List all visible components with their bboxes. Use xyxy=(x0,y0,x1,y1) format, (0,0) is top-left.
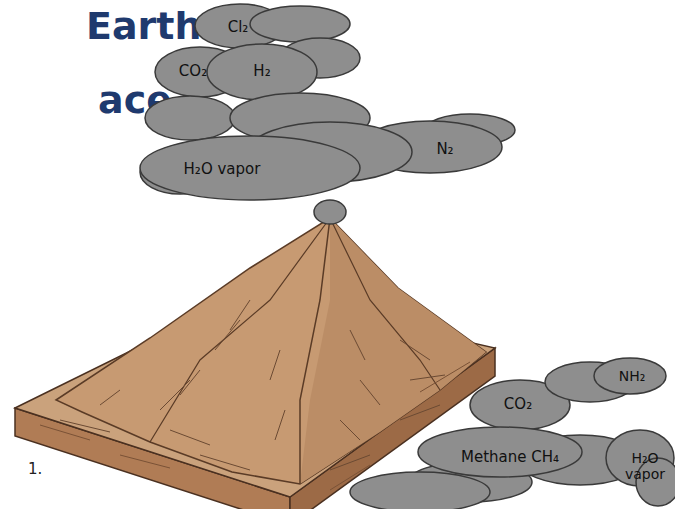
cloud-puff xyxy=(594,358,666,394)
cloud-puff xyxy=(140,136,360,200)
smoke-stem xyxy=(314,200,346,224)
gas-label: H₂O vapor xyxy=(184,161,261,178)
cloud-puff xyxy=(250,6,350,42)
cloud-puff xyxy=(350,472,490,509)
mountain-ridge xyxy=(300,218,330,484)
gas-label: CO₂ xyxy=(179,63,207,80)
mountain-ridge xyxy=(150,218,330,442)
gas-label: NH₂ xyxy=(619,368,646,384)
gas-label: N₂ xyxy=(436,141,453,158)
cloud-puff xyxy=(418,427,582,477)
gas-label: CO₂ xyxy=(504,396,532,413)
gas-label: H₂O vapor xyxy=(623,450,667,482)
callout-number: 1. xyxy=(28,460,42,478)
gas-cloud: CO₂ NH₂ Methane CH₄ H₂O vapor xyxy=(340,355,675,509)
block-hatching xyxy=(40,362,470,490)
gas-cloud: Cl₂ CO₂ H₂ H₂O vapor N₂ xyxy=(140,0,540,215)
cloud-puff xyxy=(606,430,674,486)
title-fragment: Earth xyxy=(86,4,202,48)
gas-label: Methane CH₄ xyxy=(461,449,559,466)
cloud-puff xyxy=(207,44,317,100)
cloud-puff xyxy=(145,96,235,140)
cloud-outline xyxy=(140,0,540,215)
mountain-ridge xyxy=(330,218,440,390)
gas-label: Cl₂ xyxy=(228,19,249,36)
terrain-hatching xyxy=(60,300,445,470)
gas-label: H₂ xyxy=(253,63,270,80)
